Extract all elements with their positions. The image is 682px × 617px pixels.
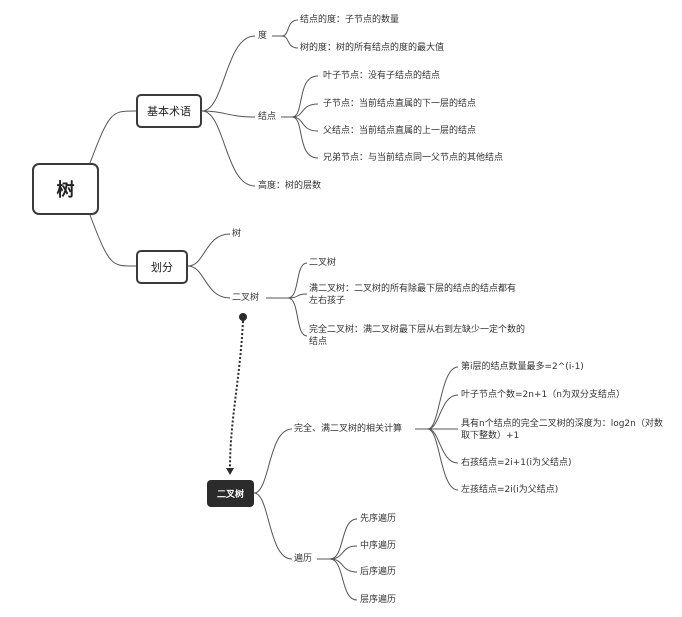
degree-item[interactable]: 结点的度：子节点的数量 — [300, 15, 400, 25]
calc-item[interactable]: 左孩结点=2i(i为父结点) — [461, 485, 559, 495]
degree-item[interactable]: 树的度：树的所有结点的度的最大值 — [300, 43, 445, 53]
relation-arrowhead — [226, 468, 234, 475]
calc-item[interactable]: 具有n个结点的完全二叉树的深度为：log2n（对数取下整数）+1 — [461, 419, 663, 441]
root-node[interactable]: 树 — [32, 163, 99, 215]
height-label[interactable]: 高度：树的层数 — [258, 181, 322, 191]
node-item[interactable]: 父结点：当前结点直属的上一层的结点 — [323, 126, 477, 136]
binary-tree-type[interactable]: 满二叉树：二叉树的所有除最下层的结点的结点都有左右孩子 — [309, 284, 517, 306]
topic-basic-terms[interactable]: 基本术语 — [136, 94, 202, 128]
binary-tree-type[interactable]: 二叉树 — [309, 258, 337, 268]
relation-dotted-line — [229, 320, 244, 469]
calc-item[interactable]: 叶子节点个数=2n+1（n为双分支结点） — [461, 390, 625, 400]
division-binary-tree[interactable]: 二叉树 — [232, 293, 260, 303]
traversal-item[interactable]: 中序遍历 — [360, 541, 397, 551]
traversal-label[interactable]: 遍历 — [294, 554, 313, 564]
traversal-item[interactable]: 层序遍历 — [360, 595, 397, 605]
topic-division[interactable]: 划分 — [136, 250, 188, 284]
node-item[interactable]: 兄弟节点：与当前结点同一父节点的其他结点 — [323, 153, 504, 163]
degree-label[interactable]: 度 — [258, 31, 268, 41]
calc-item[interactable]: 第i层的结点数量最多=2^(i-1) — [461, 362, 584, 372]
node-label[interactable]: 结点 — [258, 112, 277, 122]
node-item[interactable]: 子节点：当前结点直属的下一层的结点 — [323, 99, 477, 109]
calc-item[interactable]: 右孩结点=2i+1(i为父结点) — [461, 458, 572, 468]
topic-binary-tree[interactable]: 二叉树 — [207, 480, 254, 507]
node-item[interactable]: 叶子节点：没有子结点的结点 — [323, 71, 441, 81]
traversal-item[interactable]: 后序遍历 — [360, 567, 397, 577]
division-tree[interactable]: 树 — [232, 229, 242, 239]
binary-tree-type[interactable]: 完全二叉树：满二叉树最下层从右到左缺少一定个数的结点 — [309, 325, 526, 347]
traversal-item[interactable]: 先序遍历 — [360, 514, 397, 524]
relation-start-dot — [239, 313, 247, 321]
calc-label[interactable]: 完全、满二叉树的相关计算 — [294, 424, 403, 434]
